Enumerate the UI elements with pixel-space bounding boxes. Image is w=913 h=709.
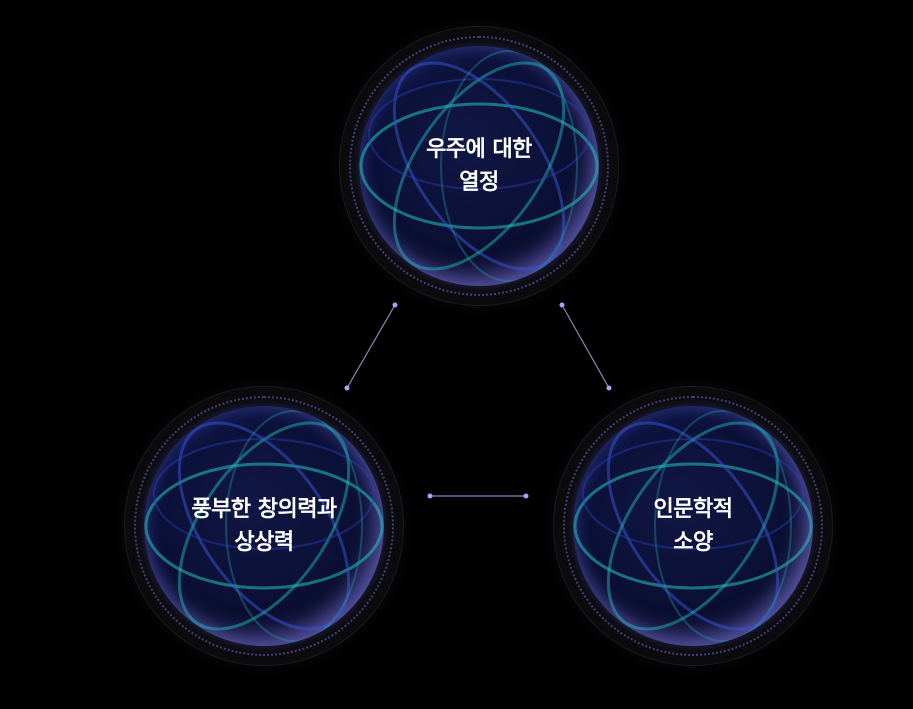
glowing-sphere-icon — [359, 46, 599, 286]
glowing-sphere-icon — [144, 406, 384, 646]
node-label: 우주에 대한 열정 — [359, 46, 599, 286]
node-right: 인문학적 소양 — [553, 386, 833, 666]
node-left: 풍부한 창의력과 상상력 — [124, 386, 404, 666]
dotted-ring — [134, 396, 394, 656]
glowing-sphere-icon — [573, 406, 813, 646]
connector-top-left — [346, 304, 396, 389]
connector-top-right — [561, 304, 610, 389]
connector-dot — [427, 493, 433, 499]
dotted-ring — [349, 36, 609, 296]
label-line-2: 소양 — [673, 530, 713, 555]
node-label: 인문학적 소양 — [573, 406, 813, 646]
connector-dot — [523, 493, 529, 499]
dotted-ring — [563, 396, 823, 656]
label-line-2: 상상력 — [234, 530, 294, 555]
node-top: 우주에 대한 열정 — [339, 26, 619, 306]
label-line-1: 풍부한 창의력과 — [191, 497, 337, 522]
label-line-1: 인문학적 — [653, 497, 733, 522]
node-label: 풍부한 창의력과 상상력 — [144, 406, 384, 646]
label-line-2: 열정 — [459, 170, 499, 195]
label-line-1: 우주에 대한 — [426, 137, 532, 162]
